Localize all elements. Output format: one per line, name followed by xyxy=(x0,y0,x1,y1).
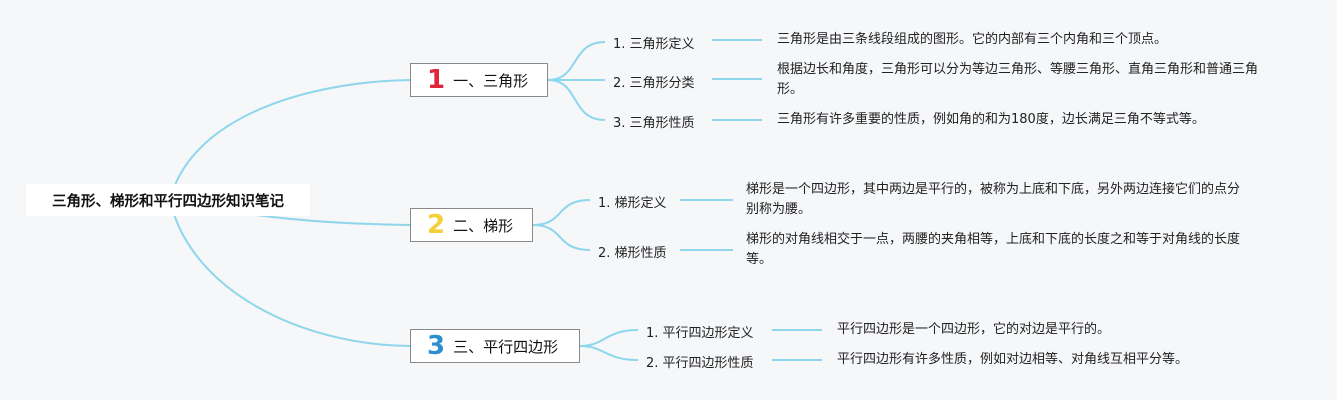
b2-to-item-2 xyxy=(532,224,591,251)
b3-to-item-2 xyxy=(579,345,639,361)
description-triangle-classification: 根据边长和角度，三角形可以分为等边三角形、等腰三角形、直角三角形和普通三角形。 xyxy=(777,62,1259,97)
subnode-parallelogram-properties[interactable]: 2. 平行四边形性质 xyxy=(646,356,754,371)
description-trapezoid-properties: 梯形的对角线相交于一点，两腰的夹角相等，上底和下底的长度之和等于对角线的长度等。 xyxy=(746,232,1241,267)
description-triangle-definition: 三角形是由三条线段组成的图形。它的内部有三个内角和三个顶点。 xyxy=(777,32,1168,47)
description-trapezoid-definition: 梯形是一个四边形，其中两边是平行的，被称为上底和下底，另外两边连接它们的点分别称… xyxy=(746,182,1241,217)
branch-node-triangle[interactable]: 1 一、三角形 xyxy=(410,63,548,97)
b3-to-item-1 xyxy=(579,329,639,347)
root-title: 三角形、梯形和平行四边形知识笔记 xyxy=(52,193,284,210)
subnode-triangle-definition[interactable]: 1. 三角形定义 xyxy=(613,37,695,52)
description-parallelogram-properties: 平行四边形有许多性质，例如对边相等、对角线互相平分等。 xyxy=(837,352,1189,367)
b1-to-item-1 xyxy=(547,41,606,81)
b1-to-item-3 xyxy=(547,79,606,121)
branch-title: 二、梯形 xyxy=(453,216,514,235)
branch-number-3: 3 xyxy=(427,331,446,361)
b2-to-item-1 xyxy=(532,199,591,226)
branch-node-parallelogram[interactable]: 3 三、平行四边形 xyxy=(410,329,580,363)
branch-number-2: 2 xyxy=(427,210,446,240)
root-to-branch-3 xyxy=(169,199,411,347)
root-to-branch-1 xyxy=(169,79,411,201)
subnode-triangle-properties[interactable]: 3. 三角形性质 xyxy=(613,116,695,131)
branch-node-trapezoid[interactable]: 2 二、梯形 xyxy=(410,208,533,242)
subnode-parallelogram-definition[interactable]: 1. 平行四边形定义 xyxy=(646,326,754,341)
subnode-trapezoid-definition[interactable]: 1. 梯形定义 xyxy=(598,196,667,211)
branch-title: 一、三角形 xyxy=(453,71,529,90)
subnode-triangle-classification[interactable]: 2. 三角形分类 xyxy=(613,76,695,91)
root-node[interactable]: 三角形、梯形和平行四边形知识笔记 xyxy=(26,184,310,216)
description-triangle-properties: 三角形有许多重要的性质，例如角的和为180度，边长满足三角不等式等。 xyxy=(777,112,1205,127)
subnode-trapezoid-properties[interactable]: 2. 梯形性质 xyxy=(598,246,667,261)
description-parallelogram-definition: 平行四边形是一个四边形，它的对边是平行的。 xyxy=(837,322,1111,337)
branch-title: 三、平行四边形 xyxy=(453,337,559,356)
branch-number-1: 1 xyxy=(427,65,446,95)
